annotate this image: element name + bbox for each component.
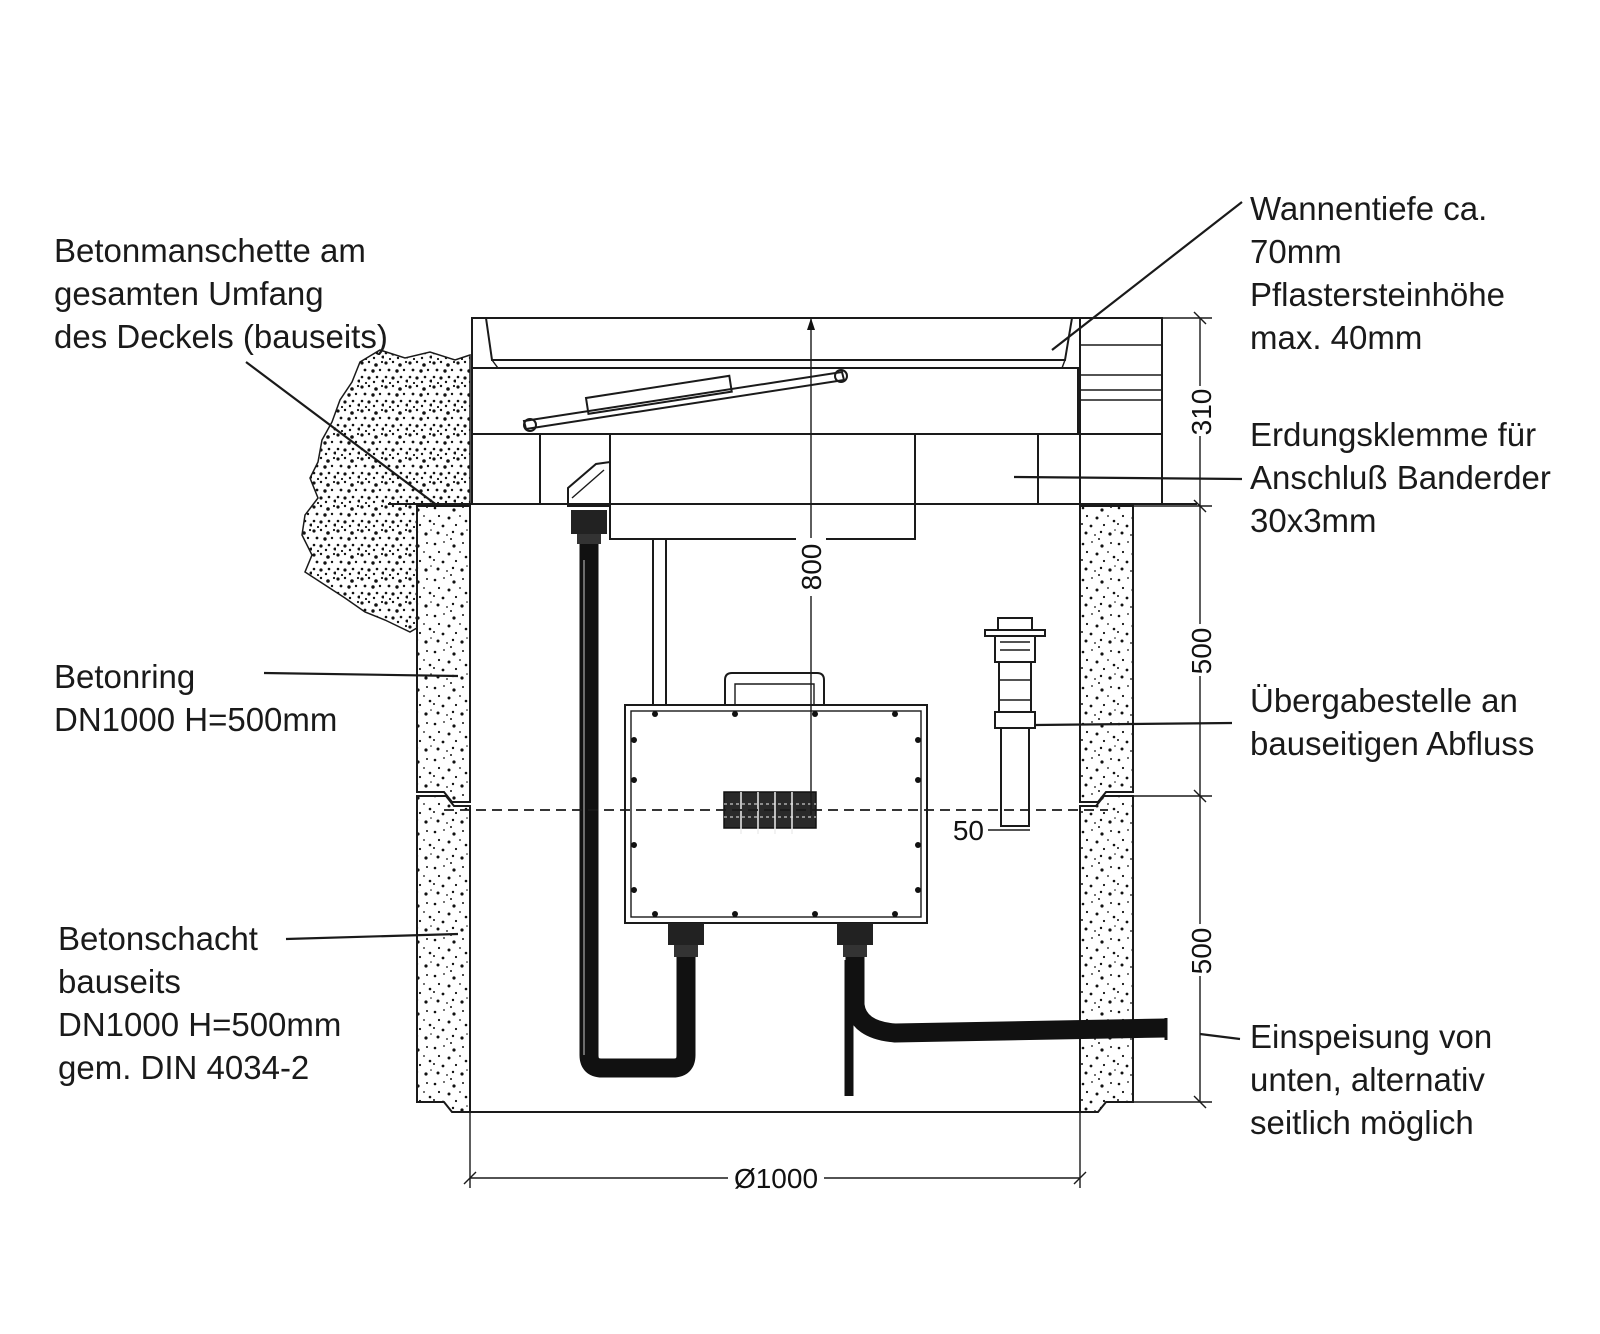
svg-text:Erdungsklemme für: Erdungsklemme für [1250,416,1536,453]
svg-text:Einspeisung von: Einspeisung von [1250,1018,1492,1055]
svg-text:Anschluß Banderder: Anschluß Banderder [1250,459,1551,496]
shaft-height-dimension: 500 [1186,928,1217,975]
svg-text:bauseits: bauseits [58,963,181,1000]
svg-text:max. 40mm: max. 40mm [1250,319,1422,356]
concrete-collar [301,349,471,633]
svg-text:Übergabestelle an: Übergabestelle an [1250,682,1518,719]
svg-text:des Deckels (bauseits): des Deckels (bauseits) [54,318,388,355]
svg-text:bauseitigen Abfluss: bauseitigen Abfluss [1250,725,1534,762]
cable-gland-left [668,923,704,957]
svg-text:Wannentiefe ca.: Wannentiefe ca. [1250,190,1487,227]
shaft-wall-left [416,795,471,1113]
svg-text:seitlich möglich: seitlich möglich [1250,1104,1474,1141]
depth-dimension: 800 [796,544,827,591]
diameter-dimension: Ø1000 [734,1163,818,1194]
ring-height-dimension: 500 [1186,628,1217,675]
svg-text:70mm: 70mm [1250,233,1342,270]
svg-text:30x3mm: 30x3mm [1250,502,1377,539]
ring-wall-right [1079,505,1134,803]
svg-text:Betonschacht: Betonschacht [58,920,258,957]
svg-text:gesamten Umfang: gesamten Umfang [54,275,324,312]
label-einspeisung: Einspeisung von unten, alternativ seitli… [1250,1018,1492,1141]
earthing-bracket [567,460,611,507]
cable-gland-top [571,510,607,544]
label-betonschacht: Betonschacht bauseits DN1000 H=500mm gem… [58,920,341,1086]
svg-text:DN1000 H=500mm: DN1000 H=500mm [54,701,337,738]
svg-text:unten, alternativ: unten, alternativ [1250,1061,1485,1098]
label-uebergabestelle: Übergabestelle an bauseitigen Abfluss [1250,682,1534,762]
leader-erdungsklemme [1013,475,1243,481]
gas-spring-strut [522,369,848,432]
label-betonmanschette: Betonmanschette am gesamten Umfang des D… [54,232,388,355]
svg-text:DN1000 H=500mm: DN1000 H=500mm [58,1006,341,1043]
drain-outlet [984,617,1046,827]
leader-betonring [263,671,459,678]
drain-offset-dimension: 50 [953,815,984,846]
leader-betonmanschette [245,361,439,507]
leader-uebergabestelle [1034,721,1233,727]
conduit-loop [579,544,696,1078]
shaft-wall-right [1079,795,1134,1113]
cover-height-dimension: 310 [1186,389,1217,436]
distribution-box [624,672,928,924]
label-wannentiefe: Wannentiefe ca. 70mm Pflastersteinhöhe m… [1250,190,1505,356]
terminal-block [723,791,817,834]
ring-wall-left [416,505,471,803]
leader-wannentiefe [1051,201,1243,351]
cable-gland-right [837,923,873,957]
leader-einspeisung [1199,1032,1241,1041]
label-betonring: Betonring DN1000 H=500mm [54,658,337,738]
svg-text:gem. DIN 4034-2: gem. DIN 4034-2 [58,1049,309,1086]
leader-betonschacht [285,932,459,941]
svg-text:Pflastersteinhöhe: Pflastersteinhöhe [1250,276,1505,313]
cover-frame [388,317,1197,540]
svg-text:Betonring: Betonring [54,658,195,695]
feed-conduit [845,957,1167,1043]
label-erdungsklemme: Erdungsklemme für Anschluß Banderder 30x… [1250,416,1551,539]
svg-text:Betonmanschette am: Betonmanschette am [54,232,366,269]
